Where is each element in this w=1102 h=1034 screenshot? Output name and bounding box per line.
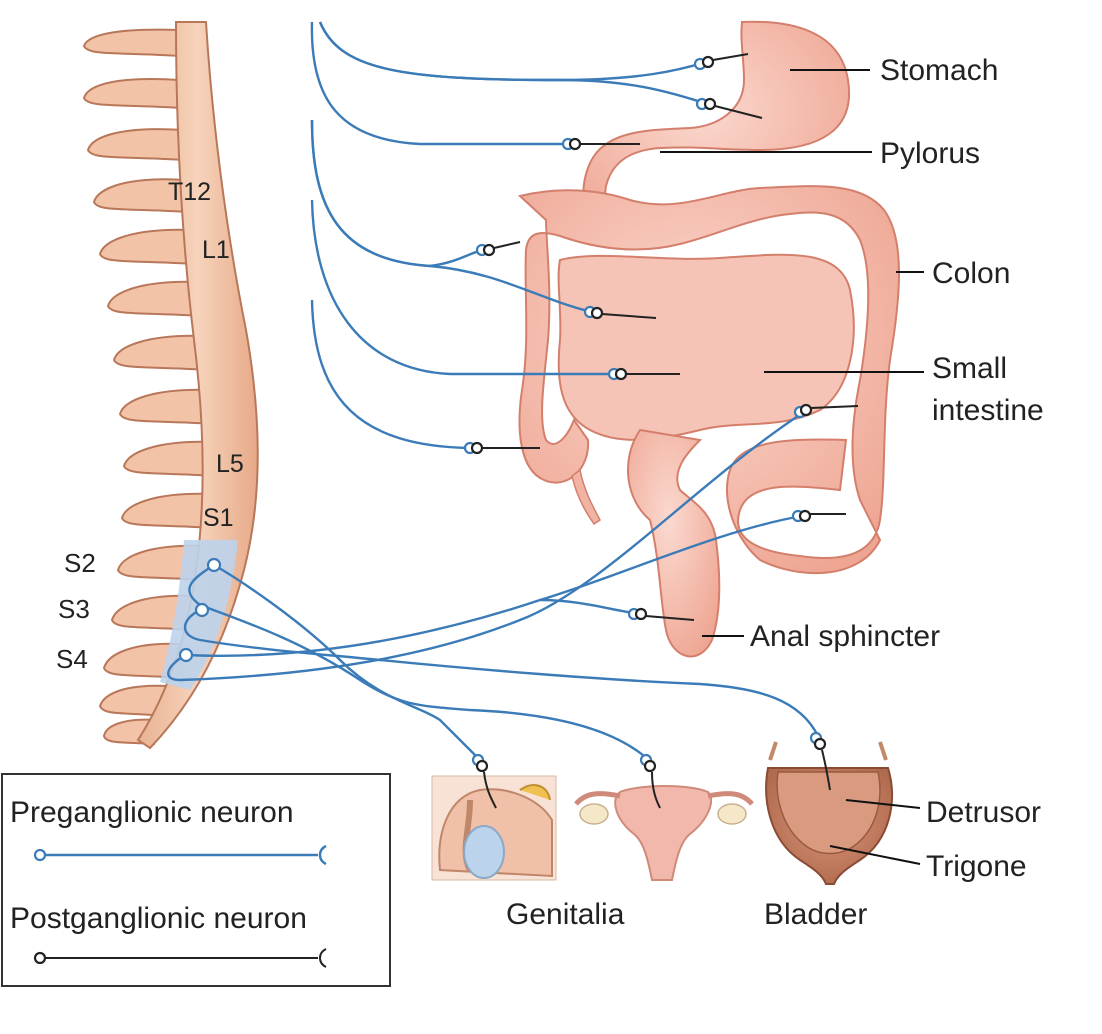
label-l5: L5 xyxy=(216,450,244,478)
label-s1: S1 xyxy=(203,504,234,532)
vagus-fibers xyxy=(310,21,709,450)
label-detrusor: Detrusor xyxy=(926,796,1041,829)
label-anal-sphincter: Anal sphincter xyxy=(750,620,940,653)
legend-postganglionic-label: Postganglionic neuron xyxy=(10,902,307,935)
rectum-shape xyxy=(627,428,721,658)
legend: Preganglionic neuron Postganglionic neur… xyxy=(1,773,391,987)
label-s4: S4 xyxy=(56,644,88,674)
label-small-intestine-2: intestine xyxy=(932,394,1044,427)
legend-preganglionic-line xyxy=(33,844,327,866)
male-genitalia-illustration xyxy=(431,775,557,881)
label-stomach: Stomach xyxy=(880,54,998,87)
label-l1: L1 xyxy=(202,236,230,264)
appendix-shape xyxy=(571,468,601,526)
label-bladder: Bladder xyxy=(764,898,867,931)
label-small-intestine-1: Small xyxy=(932,352,1007,385)
label-trigone: Trigone xyxy=(926,850,1027,883)
label-genitalia: Genitalia xyxy=(506,898,625,931)
female-genitalia-illustration xyxy=(574,785,754,881)
leader-lines xyxy=(660,69,924,865)
label-s2: S2 xyxy=(64,548,96,578)
s2-ganglion xyxy=(206,557,222,573)
label-pylorus: Pylorus xyxy=(880,137,980,170)
label-colon: Colon xyxy=(932,257,1010,290)
label-s3: S3 xyxy=(58,594,90,624)
sacral-preganglionic-fibers xyxy=(167,410,820,761)
bladder-illustration xyxy=(765,741,894,885)
legend-preganglionic-label: Preganglionic neuron xyxy=(10,796,294,829)
s3-ganglion xyxy=(194,602,210,618)
colon-shape xyxy=(517,185,900,575)
legend-box xyxy=(1,773,391,987)
label-t12: T12 xyxy=(168,178,211,206)
legend-postganglionic-line xyxy=(33,948,327,968)
s4-ganglion xyxy=(178,647,194,663)
synapse-nodes xyxy=(463,53,859,809)
spinal-cord xyxy=(82,21,259,750)
